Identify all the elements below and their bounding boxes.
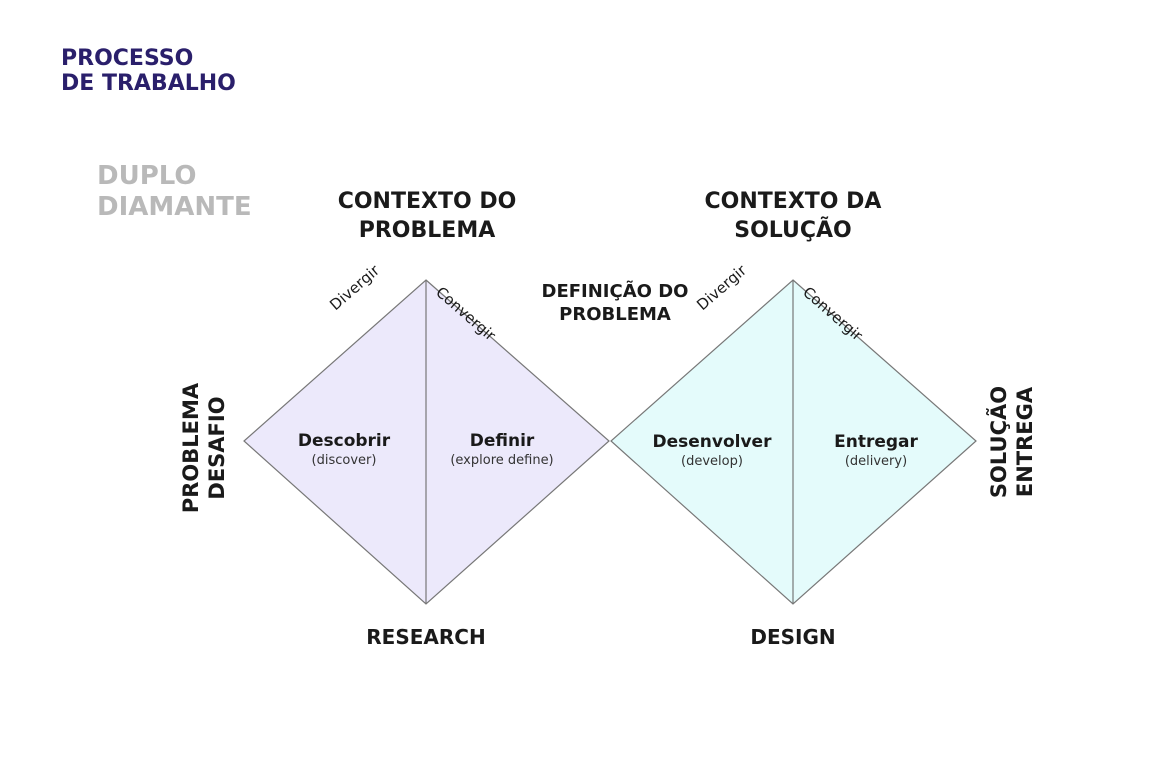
problem-challenge-line2: DESAFIO <box>205 396 229 500</box>
stage-develop-name: Desenvolver <box>652 432 772 452</box>
problem-definition-label: DEFINIÇÃO DO PROBLEMA <box>530 280 700 326</box>
stage-deliver-name: Entregar <box>834 432 918 452</box>
stage-discover-sub: (discover) <box>311 453 377 468</box>
diagram-label-line1: DUPLO <box>97 161 197 191</box>
page-title-line1: PROCESSO <box>61 46 194 71</box>
phase-design: DESIGN <box>750 625 836 649</box>
solution-delivery-label: SOLUÇÃO ENTREGA <box>986 342 1038 542</box>
problem-context-line1: CONTEXTO DO <box>337 189 517 214</box>
stage-deliver: Entregar (delivery) <box>791 431 961 471</box>
page-title: PROCESSO DE TRABALHO <box>61 46 236 96</box>
problem-definition-line1: DEFINIÇÃO DO <box>541 281 689 302</box>
stage-define-name: Definir <box>469 431 535 451</box>
diagram-label: DUPLO DIAMANTE <box>97 161 252 223</box>
stage-develop-sub: (develop) <box>681 454 743 469</box>
stage-define: Definir (explore define) <box>417 430 587 470</box>
solution-delivery-line1: SOLUÇÃO <box>987 385 1011 499</box>
stage-discover: Descobrir (discover) <box>259 430 429 470</box>
solution-context-line2: SOLUÇÃO <box>734 218 852 243</box>
problem-context-line2: PROBLEMA <box>358 218 496 243</box>
phase-research: RESEARCH <box>366 625 486 649</box>
problem-definition-line2: PROBLEMA <box>559 304 671 325</box>
solution-context-heading: CONTEXTO DA SOLUÇÃO <box>633 187 953 245</box>
problem-context-heading: CONTEXTO DO PROBLEMA <box>267 187 587 245</box>
stage-deliver-sub: (delivery) <box>844 454 908 469</box>
page-title-line2: DE TRABALHO <box>61 71 236 96</box>
stage-develop: Desenvolver (develop) <box>627 431 797 471</box>
stage-define-sub: (explore define) <box>450 453 554 468</box>
problem-challenge-line1: PROBLEMA <box>179 382 203 514</box>
solution-delivery-line2: ENTREGA <box>1013 386 1037 498</box>
solution-context-line1: CONTEXTO DA <box>704 189 882 214</box>
stage-discover-name: Descobrir <box>297 431 391 451</box>
problem-challenge-label: PROBLEMA DESAFIO <box>178 348 230 548</box>
diagram-label-line2: DIAMANTE <box>97 192 252 222</box>
